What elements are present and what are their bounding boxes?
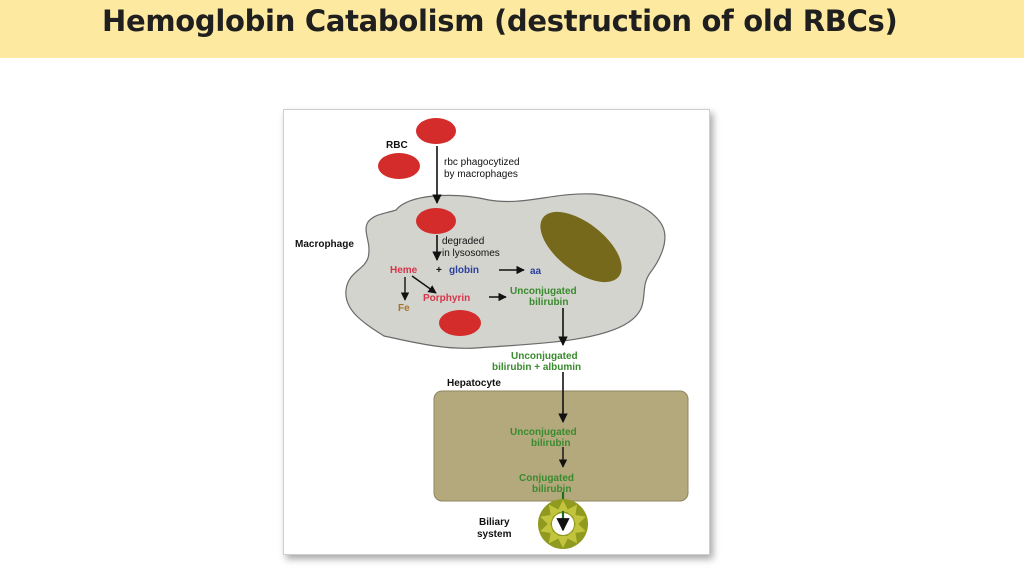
label-unconj-hepatocyte-a: Unconjugated xyxy=(510,427,577,438)
label-unconjugated-bilirubin-1a: Unconjugated xyxy=(510,286,577,297)
label-globin: globin xyxy=(449,265,479,276)
slide-title: Hemoglobin Catabolism (destruction of ol… xyxy=(102,4,898,38)
label-biliary-2: system xyxy=(477,529,512,540)
label-porphyrin: Porphyrin xyxy=(423,293,470,304)
label-unconjugated-bilirubin-1b: bilirubin xyxy=(529,297,568,308)
catabolism-diagram: RBC rbc phagocytized by macrophages Macr… xyxy=(295,118,689,549)
label-biliary-1: Biliary xyxy=(479,517,510,528)
label-degraded-1: degraded xyxy=(442,236,484,247)
label-rbc: RBC xyxy=(386,140,408,151)
label-unconj-hepatocyte-b: bilirubin xyxy=(531,438,570,449)
label-phagocytized-2: by macrophages xyxy=(444,169,518,180)
rbc-top xyxy=(416,118,456,144)
label-phagocytized-1: rbc phagocytized xyxy=(444,157,520,168)
label-unconj-albumin-b: bilirubin + albumin xyxy=(492,362,581,373)
label-conjugated-b: bilirubin xyxy=(532,484,571,495)
arrow-heme-porphyrin xyxy=(411,275,437,294)
label-heme: Heme xyxy=(390,265,418,276)
label-aa: aa xyxy=(530,266,542,277)
rbc-engulfed xyxy=(416,208,456,234)
label-conjugated-a: Conjugated xyxy=(519,473,574,484)
label-degraded-2: in lysosomes xyxy=(442,248,500,259)
rbc-left xyxy=(378,153,420,179)
label-unconj-albumin-a: Unconjugated xyxy=(511,351,578,362)
label-plus: + xyxy=(436,265,442,276)
title-bar: Hemoglobin Catabolism (destruction of ol… xyxy=(0,0,1024,58)
label-fe: Fe xyxy=(398,303,410,314)
label-hepatocyte: Hepatocyte xyxy=(447,378,501,389)
organelle-shape xyxy=(540,211,622,283)
biliary-system-shape xyxy=(538,499,588,549)
diagram-frame: RBC rbc phagocytized by macrophages Macr… xyxy=(283,109,710,555)
rbc-inside xyxy=(439,310,481,336)
label-macrophage: Macrophage xyxy=(295,239,354,250)
